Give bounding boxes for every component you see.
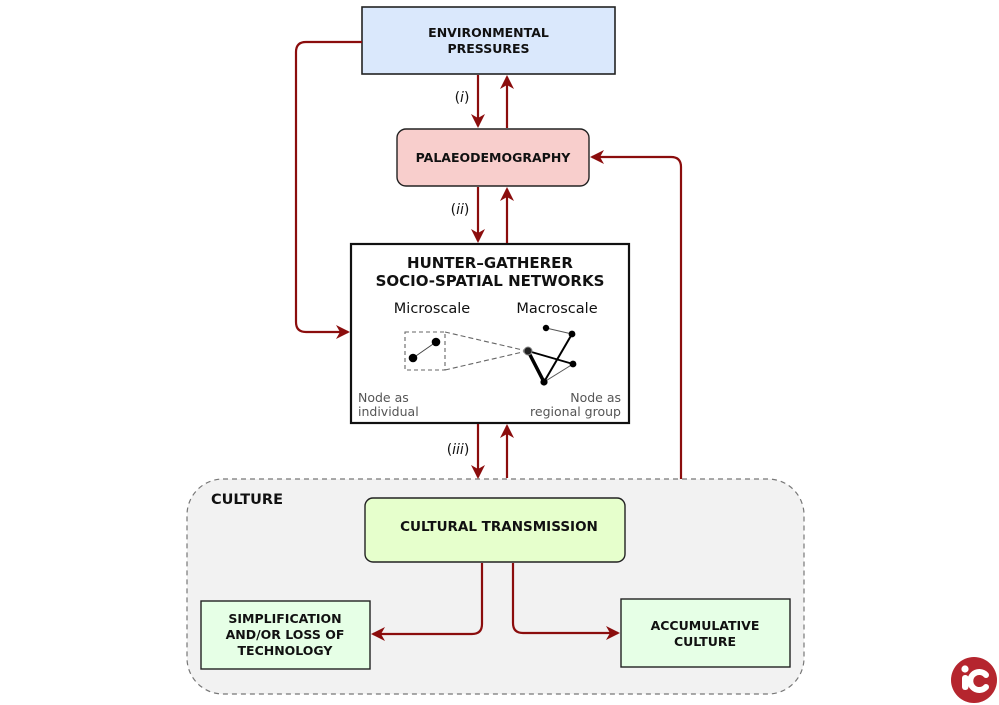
edge-label-i: (i)	[455, 90, 470, 106]
microscale-label: Microscale	[394, 301, 470, 317]
macroscale-label: Macroscale	[516, 301, 597, 317]
microscale-network-graphic	[404, 331, 528, 371]
micro-note-line2: individual	[358, 404, 419, 419]
edge-environment-to-networks	[294, 40, 362, 339]
edge-label-ii: (ii)	[451, 202, 470, 218]
micro-node	[431, 337, 441, 347]
macro-node	[569, 360, 577, 368]
macro-node	[542, 324, 550, 332]
accumulative-culture-node[interactable]: ACCUMULATIVE CULTURE	[620, 598, 791, 668]
cultural-transmission-label: CULTURAL TRANSMISSION	[400, 519, 598, 535]
environmental-label-line2: PRESSURES	[447, 41, 529, 56]
macro-note-line1: Node as	[570, 390, 621, 405]
edge-transmission-to-accumulative	[511, 563, 620, 640]
culture-group-label: CULTURE	[211, 492, 283, 508]
brand-logo-icon	[951, 657, 997, 703]
networks-title-line1: HUNTER–GATHERER	[407, 254, 573, 272]
macroscale-network-graphic	[523, 324, 577, 386]
edge-transmission-to-simplification	[371, 563, 484, 641]
environmental-pressures-node[interactable]: ENVIRONMENTAL PRESSURES	[361, 6, 616, 75]
simplification-label-line2: AND/OR LOSS OF	[226, 627, 345, 642]
environmental-label-line1: ENVIRONMENTAL	[428, 25, 549, 40]
palaeodemography-node[interactable]: PALAEODEMOGRAPHY	[396, 128, 590, 187]
cultural-transmission-node[interactable]: CULTURAL TRANSMISSION	[364, 497, 626, 563]
networks-title-line2: SOCIO-SPATIAL NETWORKS	[376, 272, 605, 290]
simplification-label-line3: TECHNOLOGY	[238, 643, 334, 658]
macro-note-line2: regional group	[530, 404, 621, 419]
accumulative-label-line1: ACCUMULATIVE	[651, 618, 760, 633]
micro-note-line1: Node as	[358, 390, 409, 405]
palaeodemography-label: PALAEODEMOGRAPHY	[416, 150, 572, 165]
simplification-label-line1: SIMPLIFICATION	[228, 611, 341, 626]
macro-node	[523, 346, 533, 356]
macro-node	[540, 378, 548, 386]
macro-node	[568, 330, 576, 338]
edge-label-iii: (iii)	[447, 442, 470, 458]
networks-node[interactable]: HUNTER–GATHERER SOCIO-SPATIAL NETWORKS M…	[349, 242, 631, 425]
accumulative-label-line2: CULTURE	[674, 634, 736, 649]
zoom-selection-box	[404, 331, 446, 371]
micro-node	[408, 353, 418, 363]
edge-culture-to-palaeodemography	[590, 150, 683, 479]
edges	[294, 40, 683, 641]
simplification-node[interactable]: SIMPLIFICATION AND/OR LOSS OF TECHNOLOGY	[200, 600, 371, 670]
